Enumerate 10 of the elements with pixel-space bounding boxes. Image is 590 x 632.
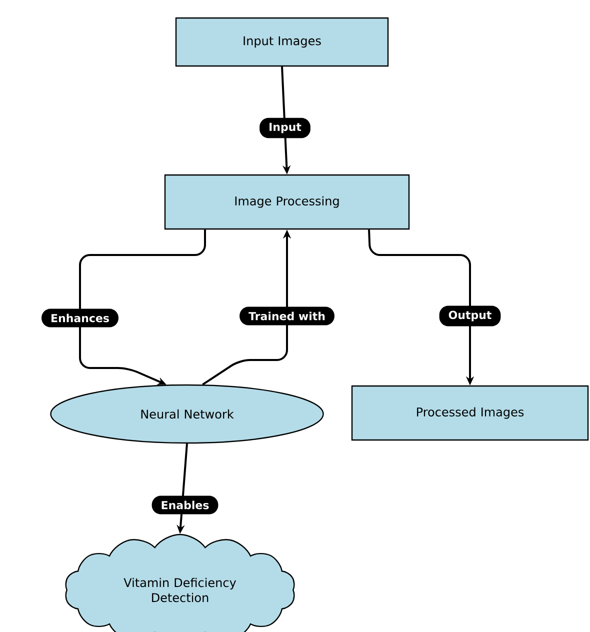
edge-label: Trained with bbox=[240, 306, 334, 326]
edge-label: Enables bbox=[152, 496, 218, 514]
process-box: Input Images bbox=[175, 17, 389, 67]
process-box: Image Processing bbox=[164, 174, 410, 230]
edge-label: Output bbox=[439, 306, 501, 326]
process-box: Processed Images bbox=[351, 385, 589, 441]
edge-label: Enhances bbox=[42, 308, 118, 328]
arrow bbox=[79, 230, 206, 385]
result-cloud: Vitamin Deficiency Detection bbox=[65, 534, 295, 632]
edge-label: Input bbox=[260, 118, 310, 138]
